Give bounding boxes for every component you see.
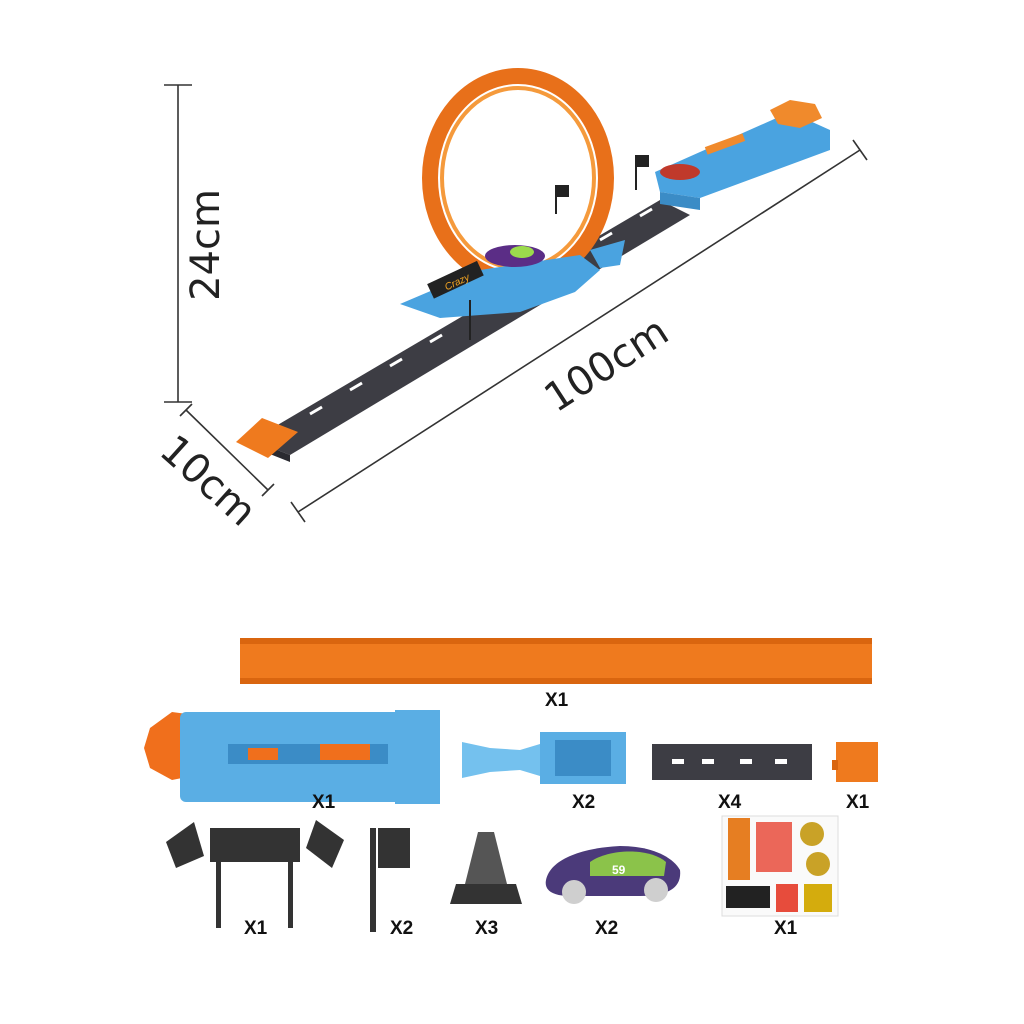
cone-part xyxy=(450,832,522,904)
qty-sticker-sheet: X1 xyxy=(774,918,798,939)
track-flags xyxy=(469,155,649,340)
toy-car-part: 59 xyxy=(545,846,681,904)
launcher-part xyxy=(144,710,440,804)
qty-cone: X3 xyxy=(475,918,499,939)
orange-track-strip xyxy=(240,638,872,684)
qty-banner-arch: X1 xyxy=(244,918,268,939)
height-dimension-label: 24cm xyxy=(182,189,229,301)
loop-base xyxy=(400,255,600,318)
end-ramp-part xyxy=(832,742,878,782)
gray-track-part xyxy=(652,744,812,780)
loop-banner xyxy=(427,260,484,299)
banner-arch-part xyxy=(166,820,344,928)
blue-connector-part xyxy=(462,732,626,784)
qty-blue-connector: X2 xyxy=(572,792,596,813)
qty-orange-track-strip: X1 xyxy=(545,690,569,711)
car-number: 59 xyxy=(612,863,626,877)
qty-orange-end-ramp: X1 xyxy=(846,792,870,813)
flag-post-part xyxy=(370,828,410,932)
sticker-sheet-part xyxy=(721,815,839,917)
qty-flag-post: X2 xyxy=(390,918,414,939)
launcher-top xyxy=(655,100,830,210)
qty-gray-track: X4 xyxy=(718,792,742,813)
dimension-lines xyxy=(164,84,868,523)
qty-toy-car: X2 xyxy=(595,918,619,939)
orange-start-ramp xyxy=(236,418,298,458)
qty-launcher: X1 xyxy=(312,792,336,813)
